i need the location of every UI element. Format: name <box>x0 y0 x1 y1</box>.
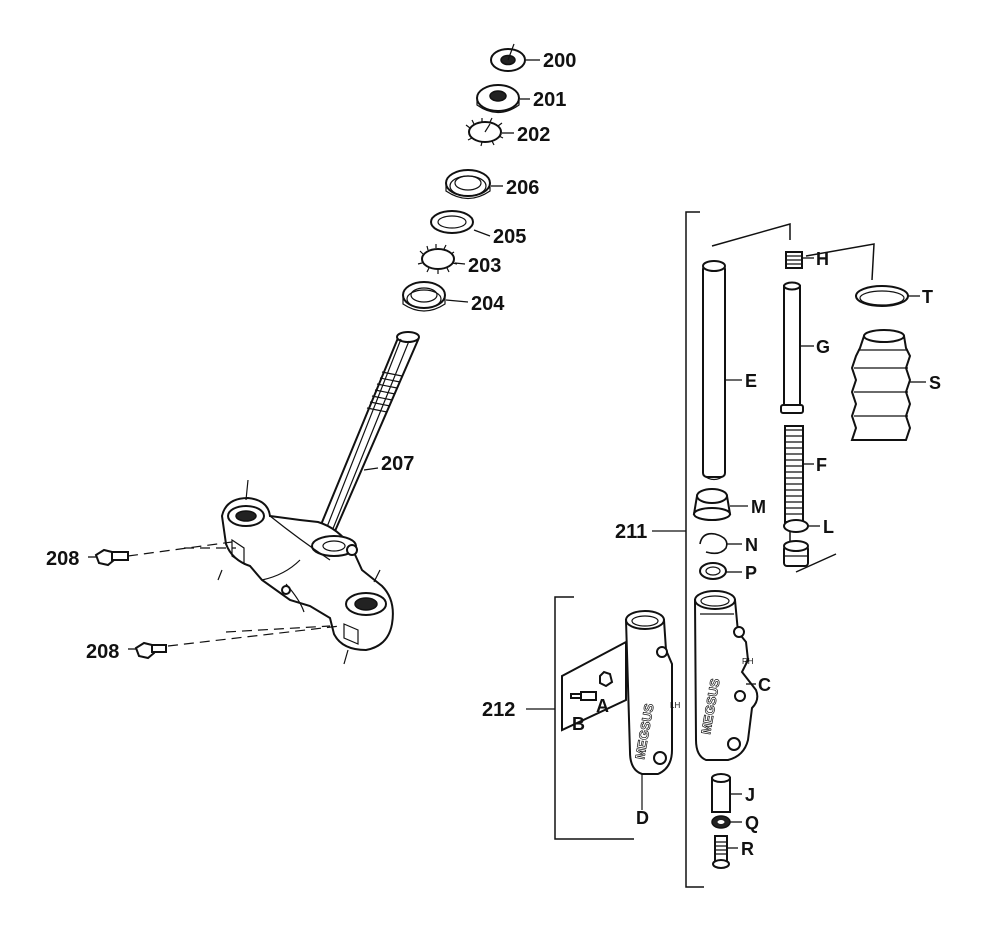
part-201-adjusting-nut <box>476 84 520 114</box>
callout-G: G <box>816 337 830 357</box>
callout-M: M <box>751 497 766 517</box>
part-L-o-ring <box>783 519 820 533</box>
part-206-upper-race <box>445 169 491 200</box>
part-205-dust-seal <box>430 210 474 234</box>
lh-marking: LH <box>670 701 680 710</box>
callout-202: 202 <box>517 124 550 146</box>
callout-207: 207 <box>381 453 414 475</box>
part-208-bolt-upper <box>88 541 233 567</box>
callout-204: 204 <box>471 293 505 315</box>
callout-J: J <box>745 785 755 805</box>
part-fork-cap-bolt <box>783 540 809 567</box>
part-B-screw <box>570 691 597 701</box>
callout-211: 211 <box>615 521 647 543</box>
callout-208-lower: 208 <box>86 641 119 663</box>
part-H-top-cap <box>785 251 814 269</box>
callout-Q: Q <box>745 813 759 833</box>
part-J-sleeve <box>711 773 742 813</box>
callout-C: C <box>758 675 771 695</box>
rh-marking: RH <box>742 657 754 666</box>
callout-P: P <box>745 563 757 583</box>
callout-203: 203 <box>468 255 501 277</box>
stem-thread <box>366 371 403 413</box>
callout-T: T <box>922 287 933 307</box>
part-203-ball-bearing <box>417 244 458 274</box>
callout-B: B <box>572 714 585 734</box>
callout-212: 212 <box>482 699 515 721</box>
part-M-oil-lock <box>692 488 748 521</box>
part-207-steering-stem <box>316 331 420 540</box>
part-200-locknut <box>490 43 526 72</box>
part-S-dust-boot <box>850 329 926 441</box>
callout-208-upper: 208 <box>46 548 79 570</box>
bracket-212 <box>526 596 634 840</box>
part-P-oil-seal <box>699 562 742 580</box>
callout-206: 206 <box>506 177 539 199</box>
callout-labels: 200 201 202 206 205 203 204 207 208 208 … <box>46 50 941 859</box>
part-202-lock-washer <box>465 117 504 147</box>
part-T-circlip <box>855 285 920 307</box>
callout-A: A <box>596 696 609 716</box>
callout-E: E <box>745 371 757 391</box>
callout-201: 201 <box>533 89 566 111</box>
callout-N: N <box>745 535 758 555</box>
bleed-screw-inset <box>561 640 627 732</box>
part-E-inner-tube <box>702 260 742 481</box>
callout-200: 200 <box>543 50 576 72</box>
leaders-top-stack <box>445 59 540 303</box>
callout-F: F <box>816 455 827 475</box>
part-A-washer <box>599 670 614 688</box>
lower-triple-clamp <box>217 479 394 665</box>
part-Q-washer <box>711 815 742 829</box>
part-208-bolt-lower <box>128 625 341 660</box>
callout-R: R <box>741 839 754 859</box>
part-C-outer-tube-rh: MEGSUS RH <box>693 590 759 761</box>
callout-H: H <box>816 249 829 269</box>
part-204-lower-race <box>402 281 446 312</box>
callout-205: 205 <box>493 226 526 248</box>
part-G-damper-rod <box>780 281 814 414</box>
callout-L: L <box>823 517 834 537</box>
part-R-bolt <box>712 835 738 869</box>
part-N-circlip <box>699 532 742 555</box>
callout-D: D <box>636 808 649 828</box>
part-D-outer-tube-lh: MEGSUS LH <box>624 610 680 810</box>
part-F-fork-spring <box>784 425 814 523</box>
callout-S: S <box>929 373 941 393</box>
bracket-211 <box>652 211 875 888</box>
